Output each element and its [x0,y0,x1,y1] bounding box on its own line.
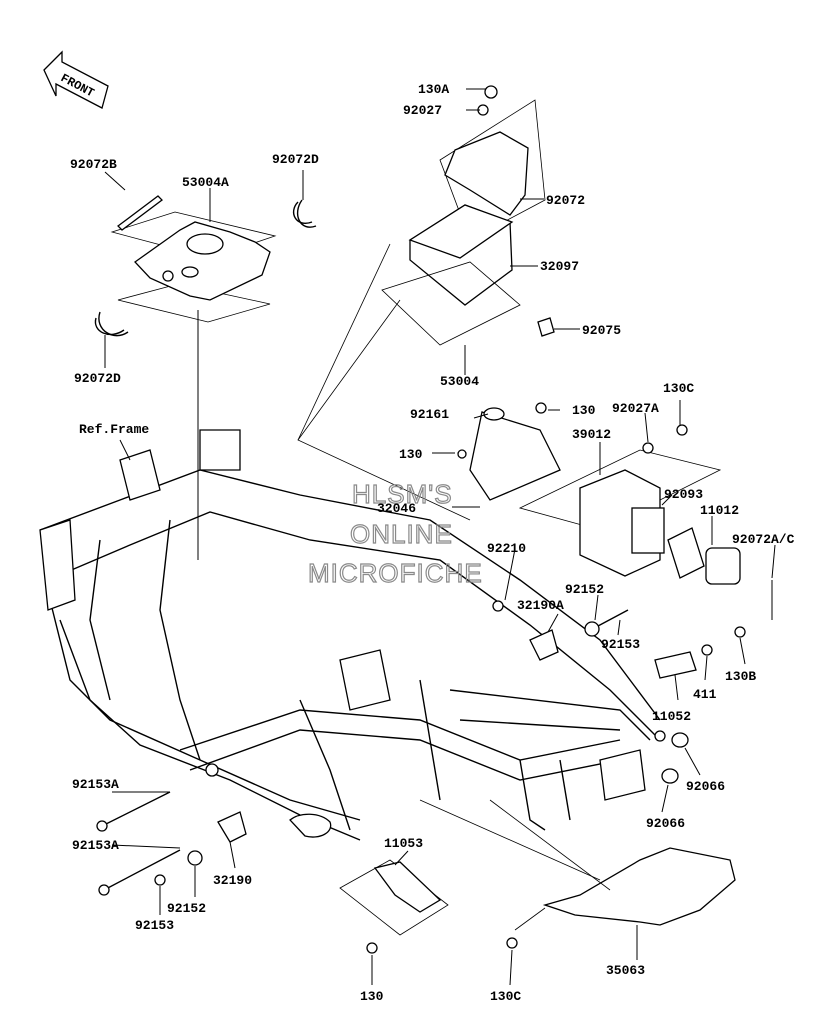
label-32190A: 32190A [517,598,564,613]
box-bracket-group [297,85,555,521]
label-53004: 53004 [440,374,479,389]
label-92072D-bottom: 92072D [74,371,121,386]
main-frame [39,429,689,841]
label-11012: 11012 [700,503,739,518]
label-92072B: 92072B [70,157,117,172]
label-130C-bottom: 130C [490,989,521,1004]
label-92072: 92072 [546,193,585,208]
label-130B: 130B [725,669,756,684]
label-53004A: 53004A [182,175,229,190]
label-92153-top: 92153 [601,637,640,652]
lower-bracket-group [339,799,736,954]
label-32190: 32190 [213,873,252,888]
label-130-mid: 130 [399,447,423,462]
label-130C-top: 130C [663,381,694,396]
label-130-top: 130 [572,403,596,418]
label-35063: 35063 [606,963,645,978]
label-92161: 92161 [410,407,449,422]
watermark: HLSM'S ONLINE MICROFICHE [307,478,483,588]
label-92075: 92075 [582,323,621,338]
label-92066-b: 92066 [646,816,685,831]
label-32046: 32046 [377,501,416,516]
seal-group [457,402,773,620]
label-39012: 39012 [572,427,611,442]
part-labels: 130A 92027 92072 32097 92075 53004 92072… [70,82,795,1004]
label-92152-bottom: 92152 [167,901,206,916]
label-11053: 11053 [384,836,423,851]
label-92027A: 92027A [612,401,659,416]
label-32097: 32097 [540,259,579,274]
label-ref-frame: Ref.Frame [79,422,149,437]
label-92153A-b: 92153A [72,838,119,853]
label-92072D-top: 92072D [272,152,319,167]
leader-lines [104,88,776,986]
label-92072A-C: 92072A/C [732,532,795,547]
label-92093: 92093 [664,487,703,502]
label-11052: 11052 [652,709,691,724]
watermark-line-3: MICROFICHE [308,558,483,588]
watermark-line-1: HLSM'S [352,479,453,509]
cover-plate-group [94,195,317,560]
watermark-line-2: ONLINE [350,519,453,549]
label-92153A-a: 92153A [72,777,119,792]
label-92210: 92210 [487,541,526,556]
label-130A: 130A [418,82,449,97]
label-130-bottom: 130 [360,989,384,1004]
label-92027: 92027 [403,103,442,118]
label-92066-a: 92066 [686,779,725,794]
label-411: 411 [693,687,717,702]
lower-left-hardware [96,600,746,896]
label-92152-top: 92152 [565,582,604,597]
label-92153-bottom: 92153 [135,918,174,933]
front-arrow-icon: FRONT [43,50,109,109]
